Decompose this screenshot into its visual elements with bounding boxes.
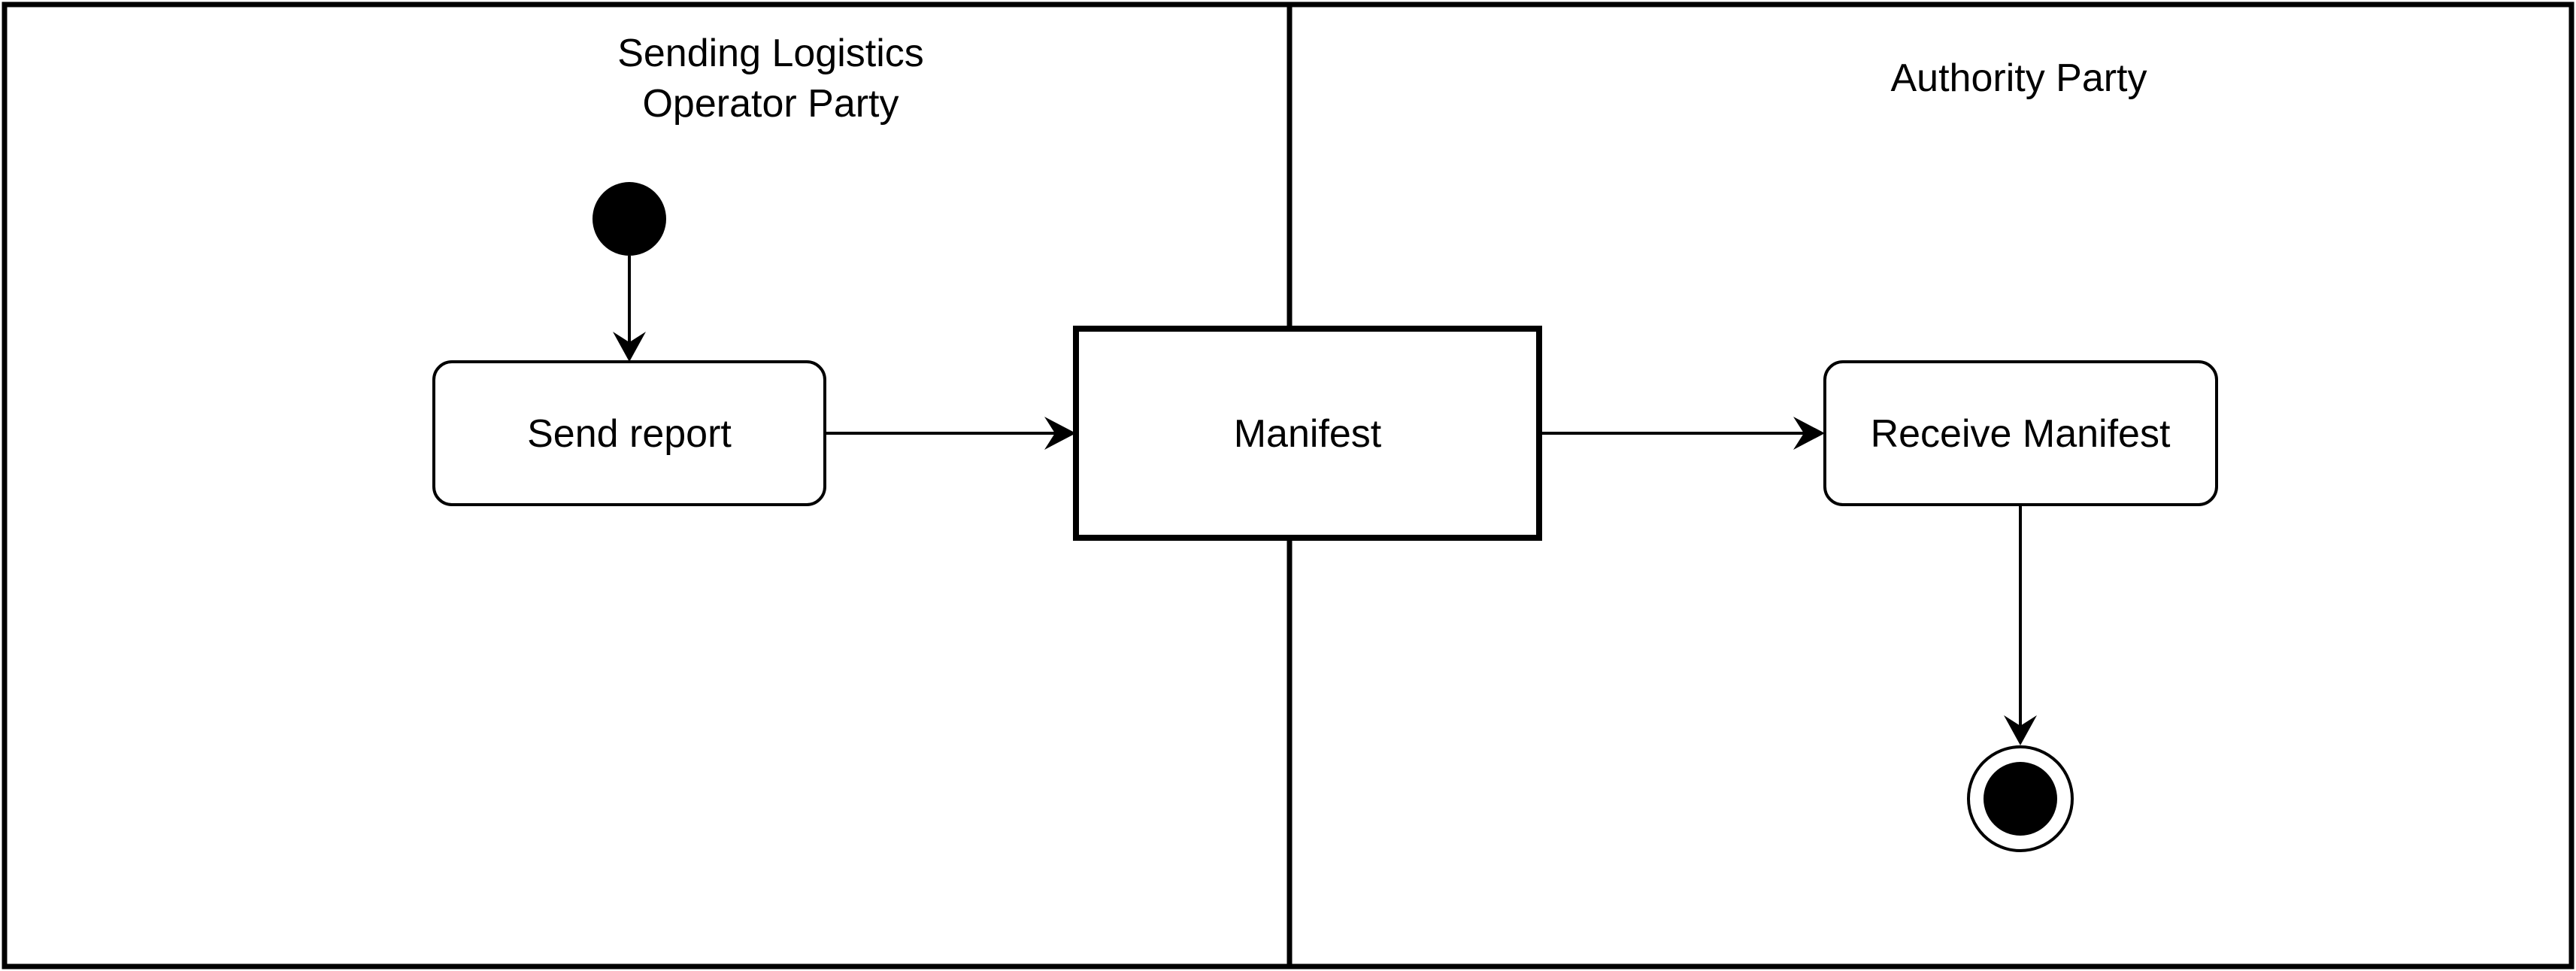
action-receive-manifest[interactable]: Receive Manifest (1823, 360, 2218, 506)
arrowhead-icon (2004, 715, 2037, 745)
arrowhead-icon (1044, 417, 1076, 450)
action-send-report-label: Send report (527, 412, 732, 456)
lane-title-sending-line1: Sending Logistics (617, 32, 924, 75)
object-node-manifest-label: Manifest (1234, 412, 1382, 456)
lane-title-sending-line2: Operator Party (642, 82, 899, 126)
arrowhead-icon (1793, 417, 1825, 450)
action-receive-manifest-label: Receive Manifest (1871, 412, 2171, 456)
arrowhead-icon (613, 332, 646, 362)
initial-node (592, 182, 666, 256)
action-send-report[interactable]: Send report (432, 360, 826, 506)
lane-title-authority: Authority Party (1890, 56, 2147, 100)
final-node (1967, 745, 2074, 852)
object-node-manifest[interactable]: Manifest (1073, 326, 1542, 541)
